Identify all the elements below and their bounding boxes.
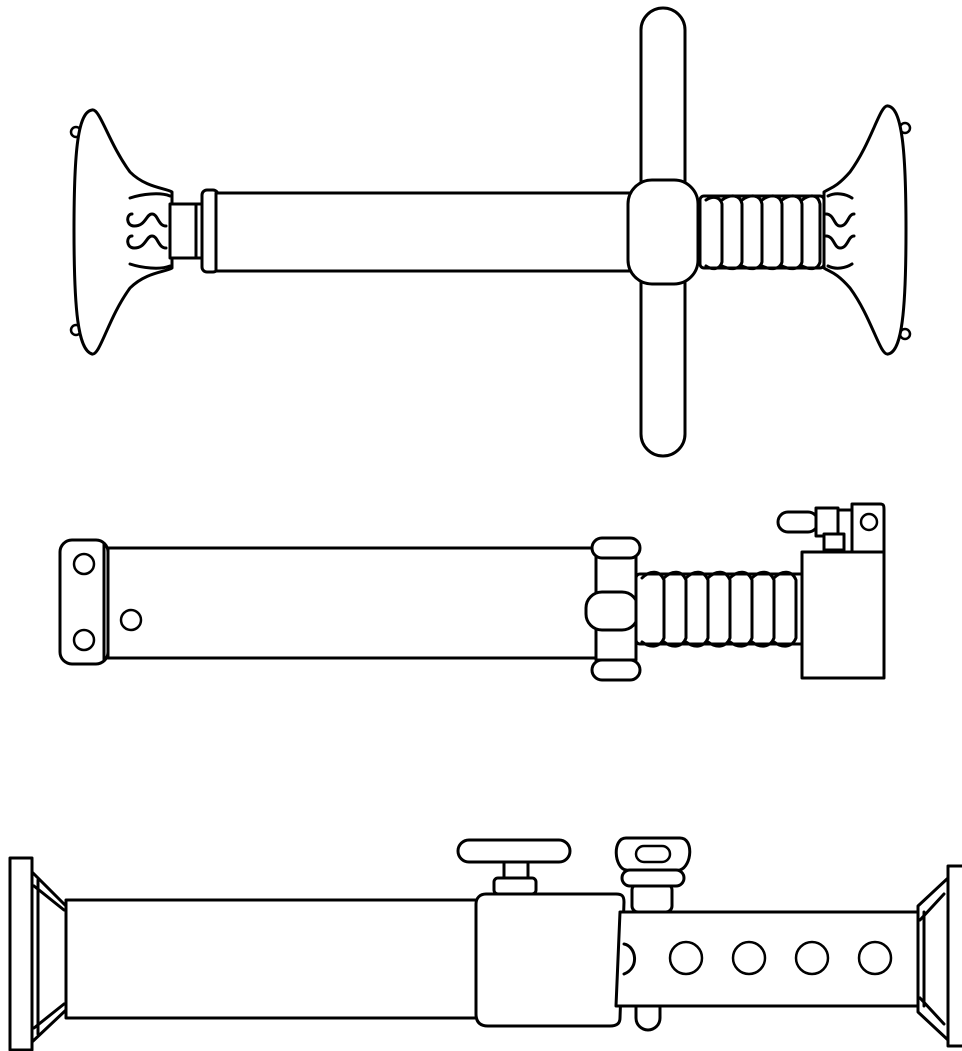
pin-hole	[857, 940, 893, 976]
screw-thread	[634, 570, 808, 648]
left-end-flange	[8, 856, 68, 1051]
body-hole	[119, 608, 143, 632]
head-hole	[859, 512, 879, 532]
head-block	[776, 502, 886, 680]
plate-hole	[72, 628, 96, 652]
screw-jack-with-saddle-ends	[69, 6, 912, 458]
clamp-handle	[456, 838, 572, 864]
pipe-jack-with-pin-holes	[8, 836, 962, 1051]
left-saddle-foot	[69, 108, 174, 356]
screw-jack-with-plates	[58, 502, 886, 682]
lever-knob	[776, 510, 820, 534]
sleeve-clamp	[456, 838, 626, 1028]
main-tube	[214, 191, 634, 273]
right-saddle-foot	[822, 104, 912, 356]
pin-hole	[794, 940, 830, 976]
handle-nut	[626, 178, 700, 286]
nut-collar	[584, 536, 642, 682]
pin-hole	[731, 940, 767, 976]
body-tube	[106, 546, 598, 660]
right-end-flange	[916, 864, 962, 1048]
pin-hole	[668, 940, 704, 976]
outer-pipe	[64, 898, 482, 1020]
screw-thread	[698, 194, 826, 271]
plate-hole	[72, 552, 96, 576]
